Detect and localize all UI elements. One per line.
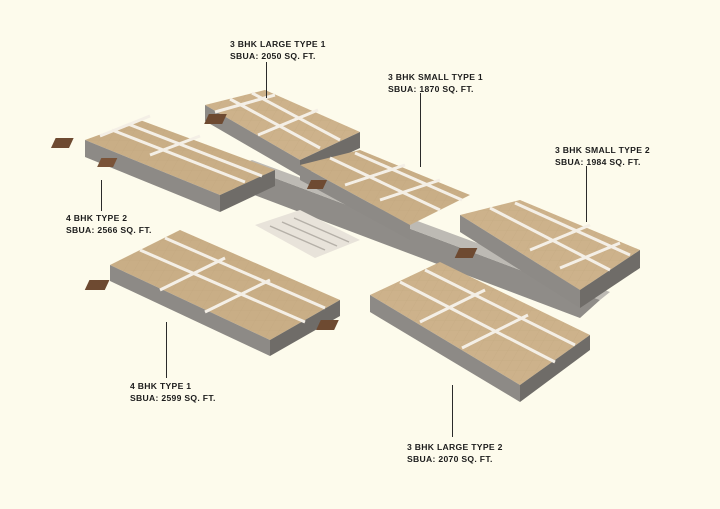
leader-line bbox=[586, 166, 587, 222]
unit-3bhk-small-type1-block bbox=[300, 150, 470, 240]
unit-3bhk-large-type2-block bbox=[316, 262, 590, 402]
unit-label: 4 BHK TYPE 1 SBUA: 2599 SQ. FT. bbox=[130, 381, 216, 404]
unit-name: 3 BHK SMALL TYPE 2 bbox=[555, 145, 651, 155]
unit-label: 3 BHK SMALL TYPE 2 SBUA: 1984 SQ. FT. bbox=[555, 145, 650, 168]
unit-area: SBUA: 2050 SQ. FT. bbox=[230, 50, 316, 61]
unit-label: 3 BHK SMALL TYPE 1 SBUA: 1870 SQ. FT. bbox=[388, 72, 483, 95]
unit-area: SBUA: 2566 SQ. FT. bbox=[66, 224, 152, 235]
unit-area: SBUA: 1984 SQ. FT. bbox=[555, 156, 641, 167]
unit-4bhk-type1-block bbox=[84, 230, 340, 356]
unit-label: 4 BHK TYPE 2 SBUA: 2566 SQ. FT. bbox=[66, 213, 152, 236]
leader-line bbox=[266, 62, 267, 98]
unit-4bhk-type2-block bbox=[50, 114, 275, 212]
leader-line bbox=[101, 180, 102, 211]
unit-label: 3 BHK LARGE TYPE 2 SBUA: 2070 SQ. FT. bbox=[407, 442, 503, 465]
leader-line bbox=[452, 385, 453, 437]
unit-name: 4 BHK TYPE 2 bbox=[66, 213, 128, 223]
stair-core bbox=[255, 210, 360, 258]
unit-name: 3 BHK SMALL TYPE 1 bbox=[388, 72, 484, 82]
unit-name: 3 BHK LARGE TYPE 2 bbox=[407, 442, 503, 452]
unit-name: 3 BHK LARGE TYPE 1 bbox=[230, 39, 326, 49]
unit-3bhk-large-type1-block bbox=[204, 90, 360, 176]
unit-name: 4 BHK TYPE 1 bbox=[130, 381, 192, 391]
unit-area: SBUA: 1870 SQ. FT. bbox=[388, 83, 474, 94]
unit-label: 3 BHK LARGE TYPE 1 SBUA: 2050 SQ. FT. bbox=[230, 39, 326, 62]
unit-area: SBUA: 2070 SQ. FT. bbox=[407, 453, 493, 464]
leader-line bbox=[420, 93, 421, 167]
leader-line bbox=[166, 322, 167, 378]
unit-area: SBUA: 2599 SQ. FT. bbox=[130, 392, 216, 403]
unit-3bhk-small-type2-block bbox=[454, 200, 640, 308]
